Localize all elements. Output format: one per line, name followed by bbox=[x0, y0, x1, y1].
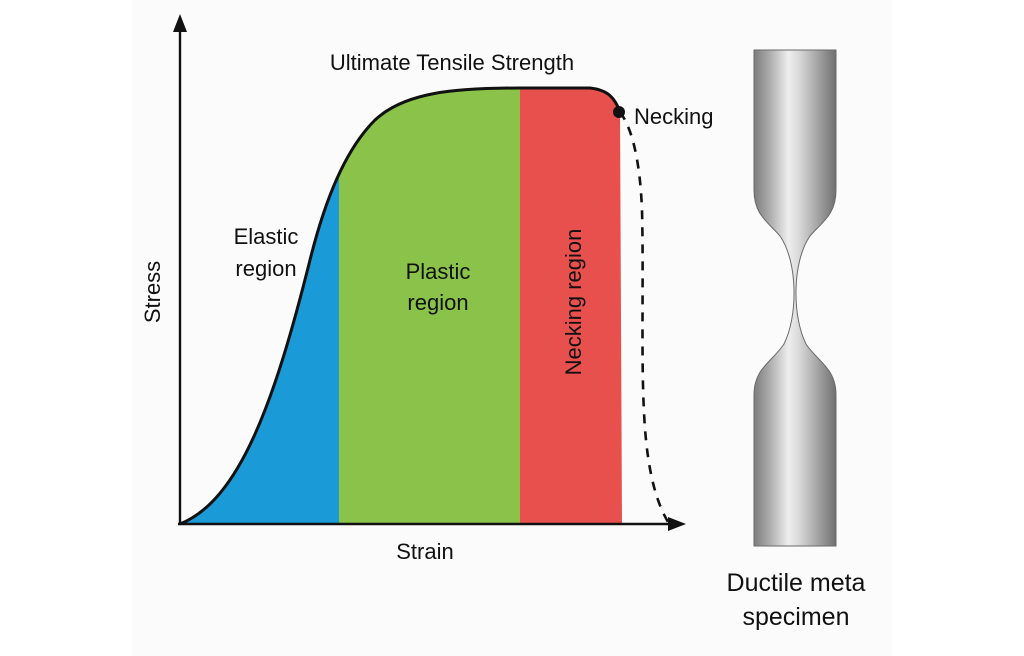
specimen-caption: Ductile meta specimen bbox=[696, 566, 896, 634]
ultimate-tensile-strength-label: Ultimate Tensile Strength bbox=[330, 50, 574, 75]
necking-region-label: Necking region bbox=[561, 229, 586, 376]
plastic-region-label-line2: region bbox=[407, 290, 468, 315]
x-axis-arrowhead bbox=[668, 517, 686, 531]
specimen-illustration bbox=[753, 49, 837, 547]
stress-strain-curve bbox=[179, 86, 622, 526]
necking-dashed-curve bbox=[618, 111, 670, 523]
necking-region-fill bbox=[520, 88, 622, 524]
elastic-region-fill bbox=[180, 88, 340, 524]
y-axis-arrowhead bbox=[173, 14, 187, 32]
plastic-region-fill bbox=[339, 88, 521, 524]
elastic-region-label-line2: region bbox=[235, 256, 296, 281]
y-axis-label: Stress bbox=[140, 261, 165, 323]
necking-point-marker bbox=[613, 106, 625, 118]
x-axis-label: Strain bbox=[396, 539, 453, 564]
specimen-caption-line1: Ductile meta bbox=[726, 569, 866, 597]
elastic-region-label-line1: Elastic bbox=[234, 224, 299, 249]
specimen-caption-line2: specimen bbox=[742, 603, 850, 631]
plastic-region-label-line1: Plastic bbox=[406, 259, 471, 284]
necking-point-label: Necking bbox=[634, 104, 713, 129]
